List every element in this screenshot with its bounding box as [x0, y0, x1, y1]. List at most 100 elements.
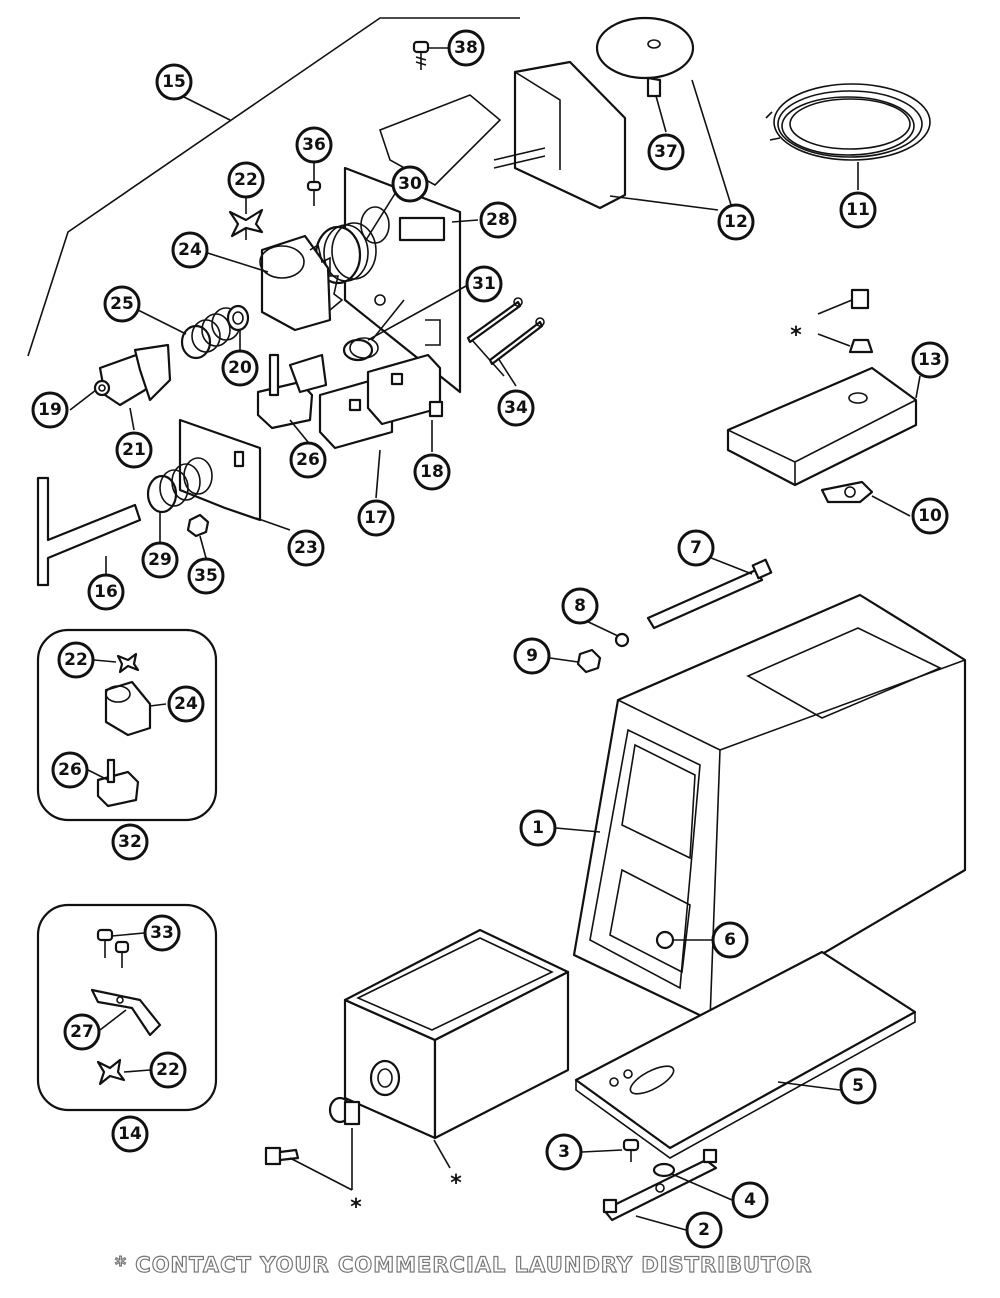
- callout-kit14-33: 33: [143, 914, 181, 952]
- kit-32-cam: [104, 680, 152, 737]
- part-34-pins: [466, 297, 545, 366]
- callout-16: 16: [87, 573, 125, 611]
- callout-7: 7: [677, 529, 715, 567]
- asterisk-mark-top: *: [790, 323, 802, 348]
- svg-text:27: 27: [70, 1022, 94, 1042]
- svg-text:6: 6: [724, 930, 736, 950]
- callout-26: 26: [289, 441, 327, 479]
- callout-21: 21: [115, 431, 153, 469]
- svg-text:21: 21: [122, 440, 146, 460]
- svg-text:15: 15: [162, 72, 186, 92]
- svg-text:14: 14: [118, 1124, 142, 1144]
- part-asterisk-key: [264, 1146, 300, 1166]
- callout-10: 10: [911, 497, 949, 535]
- svg-text:34: 34: [504, 398, 528, 418]
- kit-32-wing-screw: [116, 652, 140, 674]
- svg-text:1: 1: [532, 818, 544, 838]
- callout-6: 6: [711, 921, 749, 959]
- asterisk-mark-lock-key: *: [350, 1195, 362, 1220]
- part-31-spring: [342, 299, 405, 362]
- callout-1: 1: [519, 809, 557, 847]
- part-11-wire-harness: [765, 83, 931, 161]
- part-24-cam: [259, 234, 344, 332]
- kit-32-switch-bracket: [96, 758, 140, 808]
- callout-8: 8: [561, 587, 599, 625]
- callout-19: 19: [31, 391, 69, 429]
- svg-text:35: 35: [194, 566, 218, 586]
- callout-13: 13: [911, 341, 949, 379]
- part-7-rod: [646, 558, 773, 630]
- footer-note: * CONTACT YOUR COMMERCIAL LAUNDRY DISTRI…: [115, 1253, 812, 1277]
- callout-28: 28: [479, 201, 517, 239]
- part-2-bracket: [602, 1148, 718, 1222]
- kit-14-frame: [36, 903, 218, 1112]
- svg-text:3: 3: [558, 1142, 570, 1162]
- part-16-lever: [36, 476, 142, 587]
- callout-kit14-22: 22: [149, 1051, 187, 1089]
- callout-15: 15: [155, 63, 193, 101]
- part-1-hopper-body: [572, 593, 967, 1022]
- callout-11: 11: [839, 191, 877, 229]
- svg-text:24: 24: [178, 240, 202, 260]
- part-3-screw: [622, 1138, 640, 1162]
- callout-kit32-24: 24: [167, 685, 205, 723]
- part-38-screw: [412, 40, 430, 70]
- svg-text:32: 32: [118, 832, 142, 852]
- part-21-actuator: [98, 343, 172, 407]
- svg-text:22: 22: [234, 170, 258, 190]
- svg-text:9: 9: [526, 646, 538, 666]
- callout-5: 5: [839, 1067, 877, 1105]
- svg-text:25: 25: [110, 294, 134, 314]
- callout-9: 9: [513, 637, 551, 675]
- part-26-switch-bracket: [256, 353, 328, 430]
- part-20-washer: [226, 304, 250, 332]
- asterisk-mark-coinbox: *: [450, 1171, 462, 1196]
- part-25-spring: [180, 307, 241, 360]
- part-29-spring: [146, 457, 213, 514]
- svg-text:31: 31: [472, 274, 496, 294]
- part-9-nut: [576, 648, 602, 674]
- callout-31: 31: [465, 265, 503, 303]
- svg-text:8: 8: [574, 596, 586, 616]
- callout-14: 14: [111, 1115, 149, 1153]
- callout-22: 22: [227, 161, 265, 199]
- svg-text:11: 11: [846, 200, 870, 220]
- svg-text:19: 19: [38, 400, 62, 420]
- callout-38: 38: [447, 29, 485, 67]
- svg-text:12: 12: [724, 212, 748, 232]
- svg-text:30: 30: [398, 174, 422, 194]
- part-35-nut: [186, 513, 210, 538]
- callout-kit32-26: 26: [51, 751, 89, 789]
- part-12-motor-housing: [493, 16, 695, 210]
- callout-36: 36: [295, 126, 333, 164]
- svg-text:36: 36: [302, 135, 326, 155]
- callout-23: 23: [287, 529, 325, 567]
- part-15-bracket-line: [27, 17, 520, 357]
- svg-text:37: 37: [654, 142, 678, 162]
- callout-29: 29: [141, 541, 179, 579]
- callout-3: 3: [545, 1133, 583, 1171]
- callout-18: 18: [413, 453, 451, 491]
- kit-14-wing-screw: [96, 1058, 126, 1086]
- part-10-clip: [820, 480, 874, 504]
- part-5-base-plate: [574, 950, 917, 1159]
- svg-text:24: 24: [174, 694, 198, 714]
- callout-25: 25: [103, 285, 141, 323]
- svg-text:28: 28: [486, 210, 510, 230]
- svg-text:38: 38: [454, 38, 478, 58]
- callout-2: 2: [685, 1211, 723, 1249]
- kit-14-screws: [96, 928, 130, 968]
- svg-text:29: 29: [148, 550, 172, 570]
- callout-30: 30: [391, 165, 429, 203]
- svg-text:10: 10: [918, 506, 942, 526]
- callout-35: 35: [187, 557, 225, 595]
- svg-text:13: 13: [918, 350, 942, 370]
- svg-text:16: 16: [94, 582, 118, 602]
- kit-32-frame: [36, 628, 218, 822]
- svg-text:18: 18: [420, 462, 444, 482]
- callout-17: 17: [357, 499, 395, 537]
- kit-14-bracket: [90, 988, 162, 1037]
- callout-34: 34: [497, 389, 535, 427]
- part-13-cover-plate: [726, 366, 918, 487]
